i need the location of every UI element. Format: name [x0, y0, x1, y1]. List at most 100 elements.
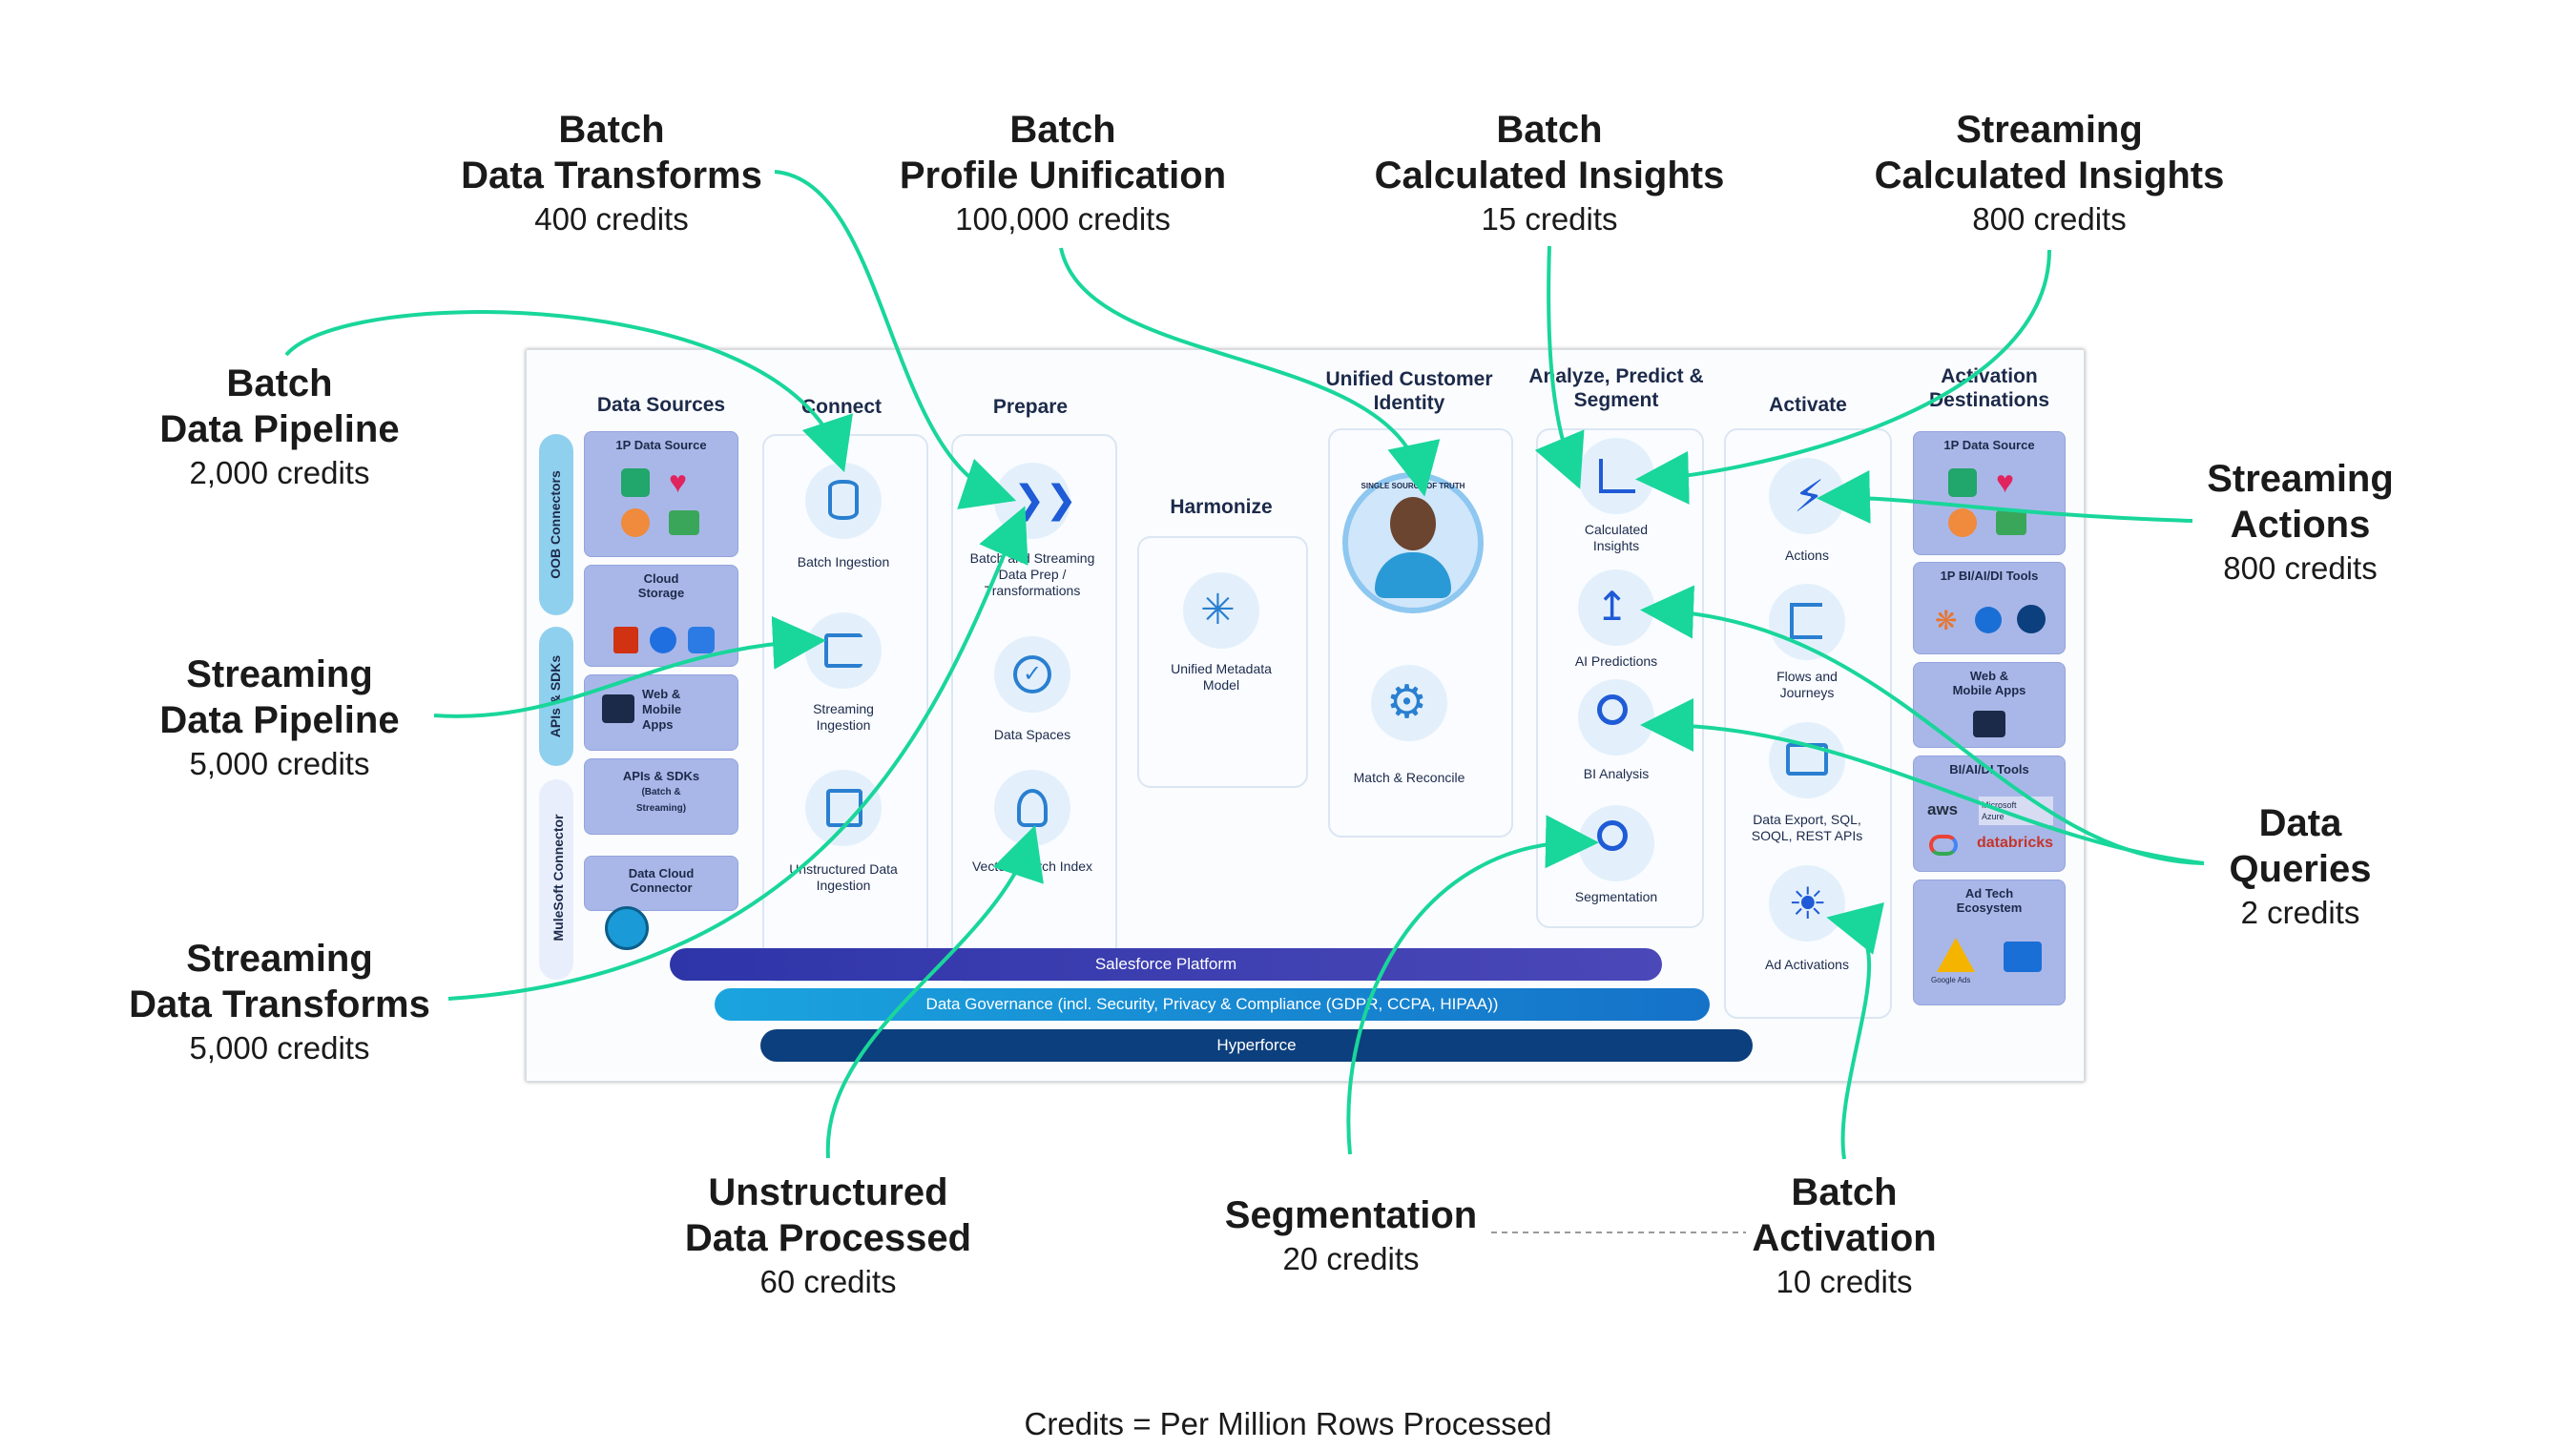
source-apis-sdks: APIs & SDKs (Batch & Streaming) — [584, 758, 738, 835]
callout-credits: 2,000 credits — [189, 455, 370, 490]
callout-title-1: Batch — [1791, 1171, 1898, 1213]
aws-logo: aws — [1927, 800, 1959, 818]
person-icon — [621, 508, 650, 537]
source-title: Cloud Storage — [585, 571, 737, 600]
column-title-harmonize: Harmonize — [1170, 496, 1273, 518]
aws-s3-icon — [613, 627, 638, 653]
calculated-insights-label: Calculated Insights — [1585, 522, 1648, 554]
column-title-analyze: Analyze, Predict & Segment — [1528, 364, 1703, 412]
arrow-batch-data-transforms — [774, 170, 1017, 509]
arrow-streaming-actions — [1817, 470, 2193, 525]
devices-icon — [1973, 711, 2005, 737]
column-title-line: Segment — [1573, 389, 1659, 411]
callout-title-2: Calculated Insights — [1874, 155, 2225, 197]
source-title-line: Connector — [630, 880, 693, 895]
arrow-data-queries-ai — [1640, 585, 2205, 865]
callout-credits: 100,000 credits — [955, 201, 1171, 237]
icon-label-line: Ingestion — [816, 717, 871, 733]
dest-1p-bi-tools: 1P BI/AI/DI Tools ❋ — [1913, 562, 2066, 654]
source-data-cloud-connector: Data Cloud Connector — [584, 856, 738, 911]
arrow-unstructured-data-processed — [825, 824, 1044, 1159]
callout-data-queries: Data Queries 2 credits — [2230, 800, 2372, 934]
source-title-line: Data Cloud — [628, 866, 695, 880]
source-title-line: Storage — [637, 586, 685, 600]
callout-title-2: Actions — [2230, 504, 2371, 546]
cart-icon — [1996, 510, 2026, 535]
data-export-icon — [1769, 722, 1845, 798]
mulesoft-bar — [539, 779, 573, 980]
azure-logo-line: Microsoft — [1982, 800, 2017, 810]
ai-predictions-label: AI Predictions — [1574, 653, 1658, 669]
data-spaces-icon: ✓ — [994, 636, 1070, 713]
callout-title-1: Batch — [1009, 109, 1116, 151]
arrow-streaming-data-transforms — [447, 506, 1028, 1001]
customer-avatar: SINGLE SOURCE OF TRUTH — [1342, 472, 1484, 613]
azure-logo: Microsoft Azure — [1979, 797, 2053, 825]
column-title-line: Analyze, Predict & — [1528, 365, 1704, 387]
flow-icon-shape — [824, 633, 862, 668]
column-title-line: Unified Customer — [1325, 368, 1493, 390]
google-ads-icon — [1937, 938, 1975, 972]
actions-label: Actions — [1785, 548, 1829, 563]
column-title-data-sources: Data Sources — [596, 394, 726, 416]
dest-title-line: Ad Tech — [1964, 886, 2014, 900]
arrow-batch-activation — [1826, 902, 1885, 1160]
arrow-batch-profile-unification — [1059, 247, 1441, 497]
callout-streaming-data-pipeline: Streaming Data Pipeline 5,000 credits — [159, 652, 399, 785]
column-title-unified-identity: Unified Customer Identity — [1325, 367, 1492, 415]
icon-label-line: SOQL, REST APIs — [1751, 828, 1863, 843]
icon-label-line: Insights — [1592, 538, 1640, 553]
callout-batch-data-pipeline: Batch Data Pipeline 2,000 credits — [159, 361, 399, 494]
callout-title-2: Data Transforms — [129, 983, 430, 1025]
source-title-line: Streaming) — [635, 803, 687, 814]
heart-icon: ♥ — [669, 465, 687, 499]
bi-analysis-label: BI Analysis — [1583, 766, 1650, 781]
chart-icon — [1948, 468, 1977, 497]
batch-ingestion-label: Batch Ingestion — [797, 554, 890, 569]
azure-storage-icon — [650, 627, 676, 653]
dest-title-line: Web & — [1969, 669, 2009, 683]
callout-credits: 20 credits — [1282, 1241, 1420, 1276]
callout-credits: 5,000 credits — [189, 746, 370, 781]
callout-title-1: Batch — [558, 109, 665, 151]
column-title-connect: Connect — [801, 396, 882, 418]
hyperforce-bar: Hyperforce — [760, 1029, 1753, 1062]
ad-activations-label: Ad Activations — [1765, 957, 1849, 972]
arrow-streaming-data-pipeline — [433, 615, 826, 718]
streaming-ingestion-icon — [805, 612, 882, 689]
databricks-logo: databricks — [1977, 835, 2054, 851]
callout-title-1: Streaming — [1956, 109, 2143, 151]
callout-credits: 400 credits — [534, 201, 689, 237]
footnote: Credits = Per Million Rows Processed — [1024, 1406, 1552, 1441]
gcs-icon — [688, 627, 715, 653]
callout-title-1: Data — [2258, 802, 2342, 844]
callout-title-2: Queries — [2229, 848, 2372, 890]
callout-streaming-data-transforms: Streaming Data Transforms 5,000 credits — [129, 936, 430, 1069]
google-cloud-icon — [1929, 835, 1958, 856]
chart-icon — [621, 468, 650, 497]
callout-credits: 5,000 credits — [189, 1030, 370, 1066]
dest-title-line: Ecosystem — [1956, 900, 2023, 915]
callout-title-2: Calculated Insights — [1374, 155, 1725, 197]
callout-credits: 15 credits — [1481, 201, 1618, 237]
callout-streaming-actions: Streaming Actions 800 credits — [2207, 456, 2394, 590]
salesforce-platform-bar: Salesforce Platform — [670, 948, 1662, 981]
column-title-line: Destinations — [1928, 389, 2050, 411]
icon-label-line: Streaming — [813, 701, 874, 716]
callout-title-1: Unstructured — [708, 1171, 948, 1213]
callout-credits: 2 credits — [2240, 895, 2360, 930]
callout-batch-profile-unification: Batch Profile Unification 100,000 credit… — [900, 107, 1226, 240]
callout-title-2: Activation — [1752, 1217, 1937, 1259]
callout-batch-activation: Batch Activation 10 credits — [1752, 1170, 1936, 1303]
tableau-icon: ❋ — [1935, 606, 1958, 635]
flows-journeys-label: Flows and Journeys — [1776, 669, 1838, 701]
source-title-line: Web & — [642, 687, 681, 701]
callout-batch-data-transforms: Batch Data Transforms 400 credits — [461, 107, 762, 240]
callout-title-1: Streaming — [186, 938, 373, 980]
cart-icon — [669, 510, 699, 535]
icon-label-line: Journeys — [1779, 685, 1835, 700]
devices-icon — [602, 694, 634, 723]
heart-icon: ♥ — [1996, 465, 2014, 499]
callout-title-2: Data Processed — [684, 1217, 972, 1259]
